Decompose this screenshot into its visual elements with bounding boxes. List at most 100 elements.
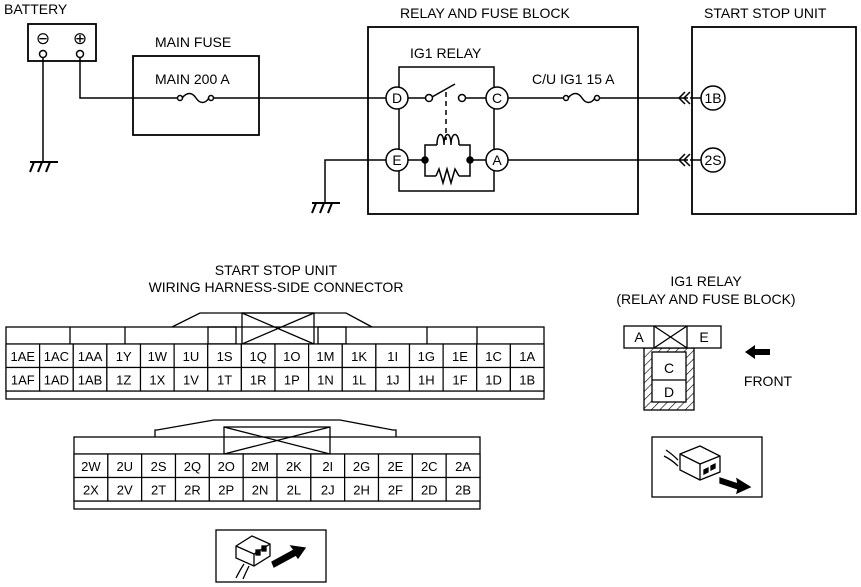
connector2-pin-label: 2G <box>353 459 370 474</box>
start-stop-unit-box <box>691 26 857 215</box>
connector2-pin-label: 2E <box>387 459 403 474</box>
relay-connector-pin-a: A <box>634 329 644 345</box>
front-arrow-icon <box>745 345 770 359</box>
connector2-pin-label: 2W <box>81 459 101 474</box>
relay-coil-wire-top-right <box>459 144 471 160</box>
main-fuse-label: MAIN FUSE <box>155 34 231 50</box>
connector1-pin-label: 1F <box>452 372 467 387</box>
connector1-pin-label: 1AC <box>44 349 69 364</box>
battery-plus-icon: ⊕ <box>73 29 87 48</box>
connector1-pin-label: 1B <box>519 372 535 387</box>
main-fuse-rating: MAIN 200 A <box>155 71 230 87</box>
battery-label: BATTERY <box>4 1 68 17</box>
relay-coil-wire-top-left <box>424 144 437 160</box>
connector1-pin-label: 1E <box>452 349 468 364</box>
battery-box <box>27 23 97 62</box>
relay-resistor-wire-right <box>459 160 471 177</box>
cu-fuse-label: C/U IG1 15 A <box>532 71 615 87</box>
connector1-pin-label: 1R <box>250 372 267 387</box>
main-fuse-icon <box>181 92 210 104</box>
relay-coil-icon <box>436 133 460 146</box>
connector2-pin-label: 2U <box>116 459 133 474</box>
relay-connector-pin-c: C <box>664 360 674 376</box>
connector1-plug-icon <box>215 529 327 583</box>
wire-battery-to-relay-d <box>79 58 387 99</box>
start-stop-unit-label: START STOP UNIT <box>704 5 827 21</box>
connector1-pin-label: 1K <box>351 349 367 364</box>
relay-pin-d-label: D <box>392 90 402 106</box>
connector2-pin-label: 2F <box>388 482 403 497</box>
connector-2s-chevron-icon <box>677 153 691 167</box>
relay-switch-contact-right <box>457 93 467 103</box>
connector2-pin-label: 2J <box>321 482 335 497</box>
pin-labels: D C E A 1B 2S <box>392 90 722 168</box>
connector2-pin-label: 2N <box>252 482 269 497</box>
relay-pin-c-label: C <box>492 90 502 106</box>
connector1-pin-label: 1C <box>485 349 502 364</box>
connector2-pin-label: 2S <box>151 459 167 474</box>
connector2-pin-label: 2X <box>83 482 99 497</box>
connector1-pin-label: 1D <box>485 372 502 387</box>
connector2-pin-label: 2T <box>151 482 166 497</box>
connector2-pin-label: 2C <box>421 459 438 474</box>
battery-minus-icon: ⊖ <box>36 29 50 48</box>
connector2-pin-label: 2R <box>184 482 201 497</box>
ig1-relay-box <box>398 66 495 192</box>
unit-pin-2s <box>700 147 726 173</box>
connector1-pin-label: 1W <box>148 349 168 364</box>
connector2-pin-label: 2A <box>455 459 471 474</box>
cu-fuse-contact-right <box>593 94 601 102</box>
connector1-pin-label: 1O <box>283 349 300 364</box>
relay-connector-title-line2: (RELAY AND FUSE BLOCK) <box>616 291 795 307</box>
connector2-pin-label: 2D <box>421 482 438 497</box>
battery-minus-terminal <box>38 49 48 59</box>
connector1-pin-label: 1AF <box>11 372 35 387</box>
relay-resistor-wire-left <box>424 160 436 177</box>
circuit-schematic: BATTERY ⊖ ⊕ MAIN FUSE MAIN 200 A RELAY A… <box>4 1 857 215</box>
connector1-pin-label: 1N <box>317 372 334 387</box>
connector1-pin-label: 1U <box>183 349 200 364</box>
connector2-cavity-2b <box>445 476 481 502</box>
connector2-pin-label: 2I <box>322 459 333 474</box>
connector1-pin-label: 1G <box>418 349 435 364</box>
connector1-pin-label: 1A <box>519 349 535 364</box>
connector1-pin-label: 1P <box>284 372 300 387</box>
relay-pin-a-label: A <box>492 152 502 168</box>
connector2-pin-label: 2L <box>287 482 301 497</box>
relay-fuse-block-label: RELAY AND FUSE BLOCK <box>400 5 571 21</box>
connector2-pin-label: 2Q <box>184 459 201 474</box>
connector1-pin-label: 1T <box>217 372 232 387</box>
relay-connector-title-line1: IG1 RELAY <box>670 273 742 289</box>
relay-pin-d <box>385 86 409 110</box>
relay-fuse-block-box <box>367 26 639 215</box>
connector1-pin-label: 1AA <box>78 349 103 364</box>
connector1-pin-label: 1H <box>418 372 435 387</box>
relay-connector-plug-icon <box>651 436 763 498</box>
connector1-pin-label: 1V <box>183 372 199 387</box>
front-label: FRONT <box>744 373 793 389</box>
main-fuse-contact-right <box>207 94 215 102</box>
connector2-pin-label: 2B <box>455 482 471 497</box>
relay-connector-pin-e: E <box>699 329 708 345</box>
main-fuse-contact-left <box>176 94 184 102</box>
unit-pin-2s-label: 2S <box>704 152 721 168</box>
connector1-title-line1: START STOP UNIT <box>215 262 338 278</box>
connector2-pin-label: 2P <box>218 482 234 497</box>
connector1-pin-label: 1AB <box>78 372 103 387</box>
relay-ground-icon <box>311 202 340 214</box>
relay-switch-contact-left <box>424 93 434 103</box>
wire-relay-e-to-ground <box>324 159 386 203</box>
connector1-cavity-1b <box>509 366 545 392</box>
relay-connector-face <box>623 325 722 411</box>
relay-connector-pin-d: D <box>664 384 674 400</box>
connector1-pin-label: 1AE <box>11 349 36 364</box>
connector2-pin-label: 2O <box>218 459 235 474</box>
ig1-relay-label: IG1 RELAY <box>410 45 482 61</box>
connector1-title-line2: WIRING HARNESS-SIDE CONNECTOR <box>149 279 404 295</box>
connector-1b-chevron-icon <box>677 91 691 105</box>
connector2-pin-label: 2M <box>251 459 269 474</box>
connector2-pin-label: 2H <box>353 482 370 497</box>
